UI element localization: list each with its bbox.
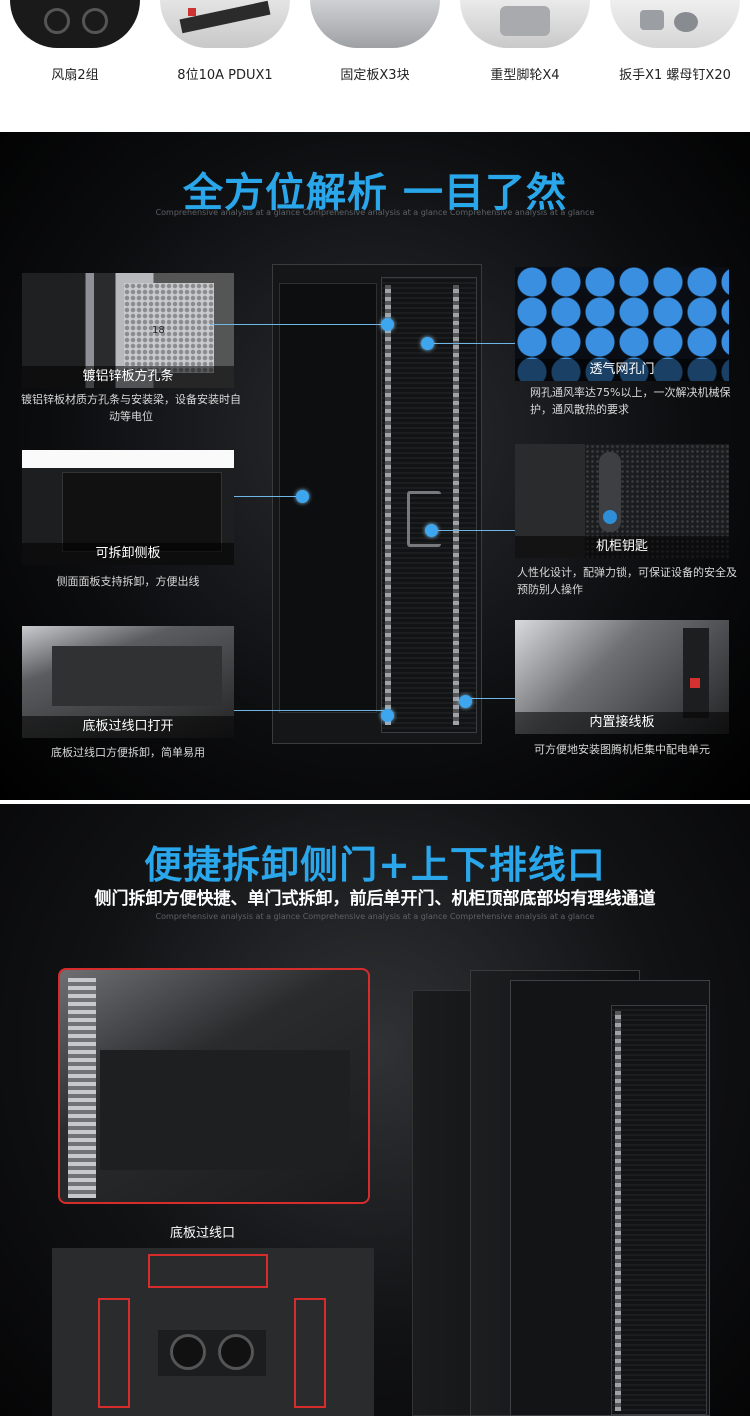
wiring-image: 内置接线板 [515, 620, 729, 734]
rail-desc: 镀铝锌板材质方孔条与安装梁，设备安装时自动等电位 [21, 393, 241, 423]
cabinet-illustration [272, 264, 482, 744]
photo-caption: 底板过线口 [170, 1226, 236, 1241]
hotspot-dot [381, 709, 394, 722]
hotspot-dot [381, 318, 394, 331]
bottom-desc: 底板过线口方便拆卸，简单易用 [51, 746, 205, 759]
mesh-door-desc: 网孔通风率达75%以上，一次解决机械保护，通风散热的要求 [530, 386, 731, 416]
hotspot-dot [421, 337, 434, 350]
accessories-strip: 风扇2组 8位10A PDUX1 固定板X3块 重型脚轮X4 扳手X1 螺母钉X… [0, 0, 750, 132]
accessory-label: 风扇2组 [51, 68, 99, 83]
rail-number: 18 [152, 325, 165, 336]
accessory-label: 重型脚轮X4 [490, 68, 560, 83]
side-panel-desc: 侧面面板支持拆卸，方便出线 [56, 575, 200, 588]
rail-caption: 镀铝锌板方孔条 [22, 366, 234, 388]
section2-subtitle-cn: 侧门拆卸方便快捷、单门式拆卸，前后单开门、机柜顶部底部均有理线通道 [94, 889, 656, 909]
fan-image [10, 0, 140, 48]
accessory-pdu: 8位10A PDUX1 [150, 0, 300, 132]
accessory-wrench-nuts: 扳手X1 螺母钉X20 [600, 0, 750, 132]
caster-image [460, 0, 590, 48]
accessory-label: 8位10A PDUX1 [177, 68, 273, 83]
accessory-casters: 重型脚轮X4 [450, 0, 600, 132]
pdu-image [160, 0, 290, 48]
side-panel-image: 可拆卸侧板 [22, 450, 234, 565]
divider [0, 800, 750, 804]
cabinet-open-illustration [510, 980, 710, 1416]
wiring-caption: 内置接线板 [515, 712, 729, 734]
section-title: 全方位解析 一目了然 [183, 170, 567, 216]
connector-line [428, 343, 515, 344]
key-caption: 机柜钥匙 [515, 536, 729, 558]
analysis-section: 全方位解析 一目了然 Comprehensive analysis at a g… [0, 132, 750, 800]
bottom-image: 底板过线口打开 [22, 626, 234, 738]
accessory-plates: 固定板X3块 [300, 0, 450, 132]
side-panel-caption: 可拆卸侧板 [22, 543, 234, 565]
section2-title: 便捷拆卸侧门+上下排线口 [144, 843, 606, 887]
section-subtitle-en: Comprehensive analysis at a glance Compr… [155, 208, 595, 217]
bottom-plate-photo [52, 1248, 374, 1416]
plate-image [310, 0, 440, 48]
key-desc: 人性化设计，配弹力锁，可保证设备的安全及预防别人操作 [517, 566, 737, 596]
bottom-caption: 底板过线口打开 [22, 716, 234, 738]
hotspot-dot [296, 490, 309, 503]
section2-subtitle-en: Comprehensive analysis at a glance Compr… [155, 912, 595, 921]
side-door-section: 便捷拆卸侧门+上下排线口 侧门拆卸方便快捷、单门式拆卸，前后单开门、机柜顶部底部… [0, 800, 750, 1416]
connector-line [466, 698, 515, 699]
mesh-door-image: 透气网孔门 [515, 267, 729, 381]
accessory-label: 固定板X3块 [340, 68, 410, 83]
hotspot-dot [459, 695, 472, 708]
wiring-desc: 可方便地安装图腾机柜集中配电单元 [534, 743, 710, 756]
connector-line [432, 530, 515, 531]
hotspot-dot [425, 524, 438, 537]
connector-line [234, 710, 386, 711]
accessory-fans: 风扇2组 [0, 0, 150, 132]
accessory-label: 扳手X1 螺母钉X20 [619, 68, 731, 83]
key-image: 机柜钥匙 [515, 444, 729, 558]
rail-image: 18 镀铝锌板方孔条 [22, 273, 234, 388]
mesh-door-caption: 透气网孔门 [515, 359, 729, 381]
wrench-image [610, 0, 740, 48]
connector-line [234, 496, 302, 497]
bottom-photo [58, 968, 370, 1204]
connector-line [210, 324, 388, 325]
